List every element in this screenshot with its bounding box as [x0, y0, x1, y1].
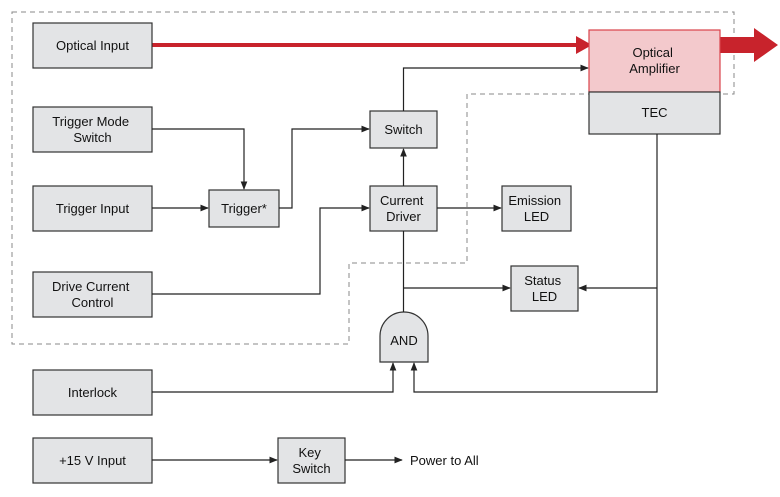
- status-led-label-1: Status: [524, 273, 561, 288]
- wire-drive-control-to-driver: [152, 204, 370, 295]
- emission-led-label-2: LED: [524, 209, 549, 224]
- svg-text:Status LED: Status LED: [524, 273, 564, 304]
- svg-text:Key Switch: Key Switch: [292, 445, 330, 476]
- wire-trigger-mode-to-trigger: [152, 128, 248, 190]
- power-to-all-label: Power to All: [410, 453, 479, 468]
- optical-input-block: [32, 22, 153, 69]
- drive-current-control-block: [32, 271, 153, 318]
- trigger-input-block: [32, 185, 153, 232]
- drive-current-control-label-1: Drive Current: [52, 279, 130, 294]
- drive-current-control-label-2: Control: [72, 295, 114, 310]
- svg-text:Optical Input: Optical Input: [56, 38, 129, 53]
- svg-text:Interlock: Interlock: [68, 385, 118, 400]
- emission-led-label-1: Emission: [508, 193, 561, 208]
- svg-text:Drive Current Control: Drive Current Control: [52, 279, 133, 310]
- svg-text:Switch: Switch: [384, 122, 422, 137]
- current-driver-block: [369, 185, 438, 232]
- trigger-block: [208, 189, 280, 228]
- trigger-input-label: Trigger Input: [56, 201, 130, 216]
- svg-text:Trigger*: Trigger*: [221, 201, 267, 216]
- svg-text:AND: AND: [390, 333, 417, 348]
- tec-block: [588, 91, 721, 135]
- wire-switch-to-amplifier: [402, 64, 589, 111]
- trigger-mode-switch-label-2: Switch: [73, 130, 111, 145]
- power-input-label: +15 V Input: [59, 453, 126, 468]
- switch-block: [369, 110, 438, 149]
- and-gate-label: AND: [390, 333, 417, 348]
- switch-label: Switch: [384, 122, 422, 137]
- key-switch-block: [277, 437, 346, 484]
- svg-text:Current Driver: Current Driver: [380, 193, 427, 224]
- trigger-mode-switch-label-1: Trigger Mode: [52, 114, 129, 129]
- status-led-label-2: LED: [532, 289, 557, 304]
- and-gate: [379, 311, 429, 363]
- power-input-block: [32, 437, 153, 484]
- key-switch-label-2: Switch: [292, 461, 330, 476]
- interlock-label: Interlock: [68, 385, 118, 400]
- svg-text:Trigger Mode Switch: Trigger Mode Switch: [52, 114, 132, 145]
- wire-trigger-to-switch: [279, 125, 370, 209]
- trigger-label: Trigger*: [221, 201, 267, 216]
- optical-amplifier-label-2: Amplifier: [629, 61, 680, 76]
- svg-text:+15 V Input: +15 V Input: [59, 453, 126, 468]
- svg-text:TEC: TEC: [642, 105, 668, 120]
- optical-output-arrow: [720, 28, 778, 62]
- wire-interlock-to-and: [152, 362, 397, 393]
- current-driver-label-2: Driver: [386, 209, 421, 224]
- wire-tec-to-and: [410, 134, 658, 393]
- key-switch-label-1: Key: [298, 445, 321, 460]
- current-driver-label-1: Current: [380, 193, 424, 208]
- optical-input-label: Optical Input: [56, 38, 129, 53]
- optical-beam-in-arrowhead: [576, 36, 592, 54]
- optical-amplifier-label-1: Optical: [632, 45, 673, 60]
- interlock-block: [32, 369, 153, 416]
- status-led-block: [510, 265, 579, 312]
- svg-text:Trigger Input: Trigger Input: [56, 201, 130, 216]
- svg-text:Optical Amplifier: Optical Amplifier: [629, 45, 680, 76]
- emission-led-block: [501, 185, 572, 232]
- optical-amplifier-block: [588, 29, 721, 93]
- tec-label: TEC: [642, 105, 668, 120]
- svg-text:Emission LED: Emission LED: [508, 193, 564, 224]
